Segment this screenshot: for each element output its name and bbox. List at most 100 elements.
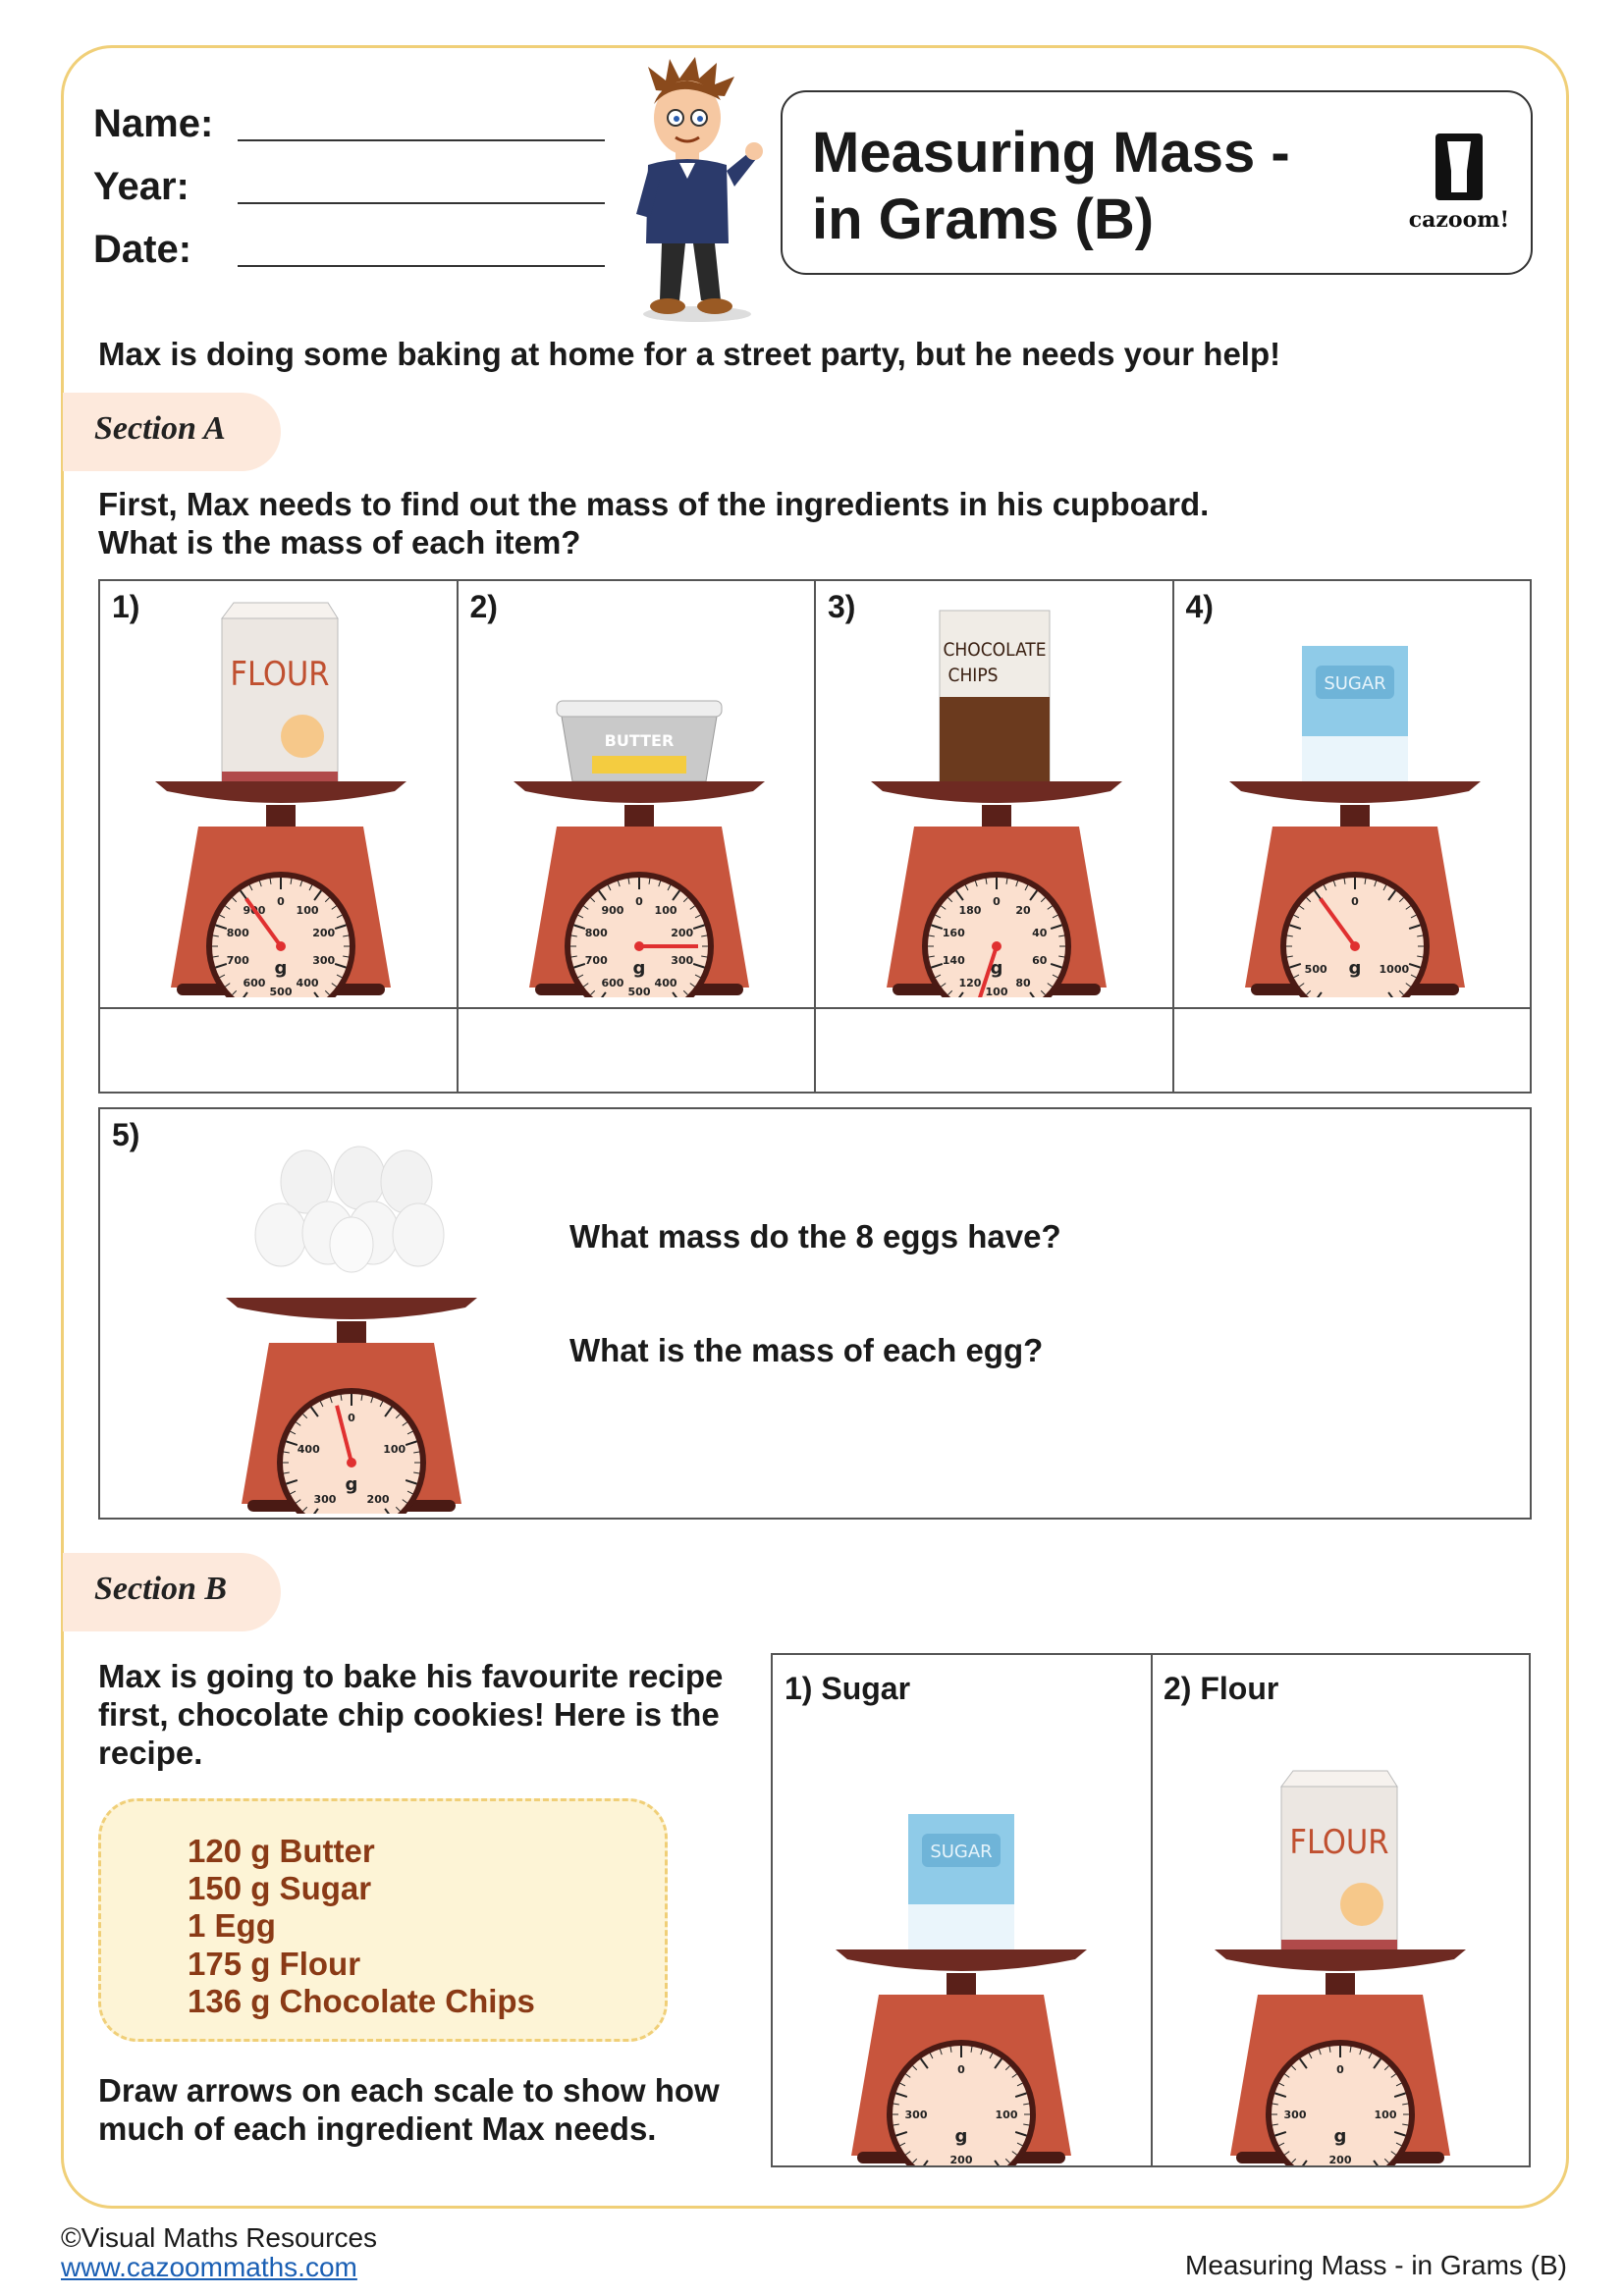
dial-tick [1408, 924, 1421, 931]
scale-stem [982, 805, 1011, 827]
dial-label: 0 [277, 895, 285, 908]
dial-tick [582, 905, 589, 910]
dial-tick [219, 914, 226, 919]
dial-tick [1005, 878, 1008, 884]
dial-tick [1308, 2053, 1313, 2059]
dial-label: 800 [584, 927, 607, 939]
dial-tick [215, 924, 228, 931]
dial-tick [340, 1394, 343, 1401]
dial-label: 40 [1032, 927, 1048, 939]
max-character-illustration [636, 57, 763, 322]
recipe-card: 120 g Butter 150 g Sugar 1 Egg 175 g Flo… [98, 1798, 668, 2042]
dial-label: 20 [1015, 904, 1031, 917]
dial-tick [1023, 2103, 1030, 2106]
question-5-part-2: What is the mass of each egg? [569, 1332, 1044, 1368]
name-line[interactable] [238, 139, 605, 141]
dial-label: 300 [905, 2109, 928, 2121]
instruction-line-2: What is the mass of each item? [98, 524, 581, 561]
dial-tick [1395, 2142, 1402, 2147]
footer-title: Measuring Mass - in Grams (B) [1185, 2250, 1567, 2280]
dial-tick [1298, 905, 1305, 910]
dial-tick [370, 1397, 374, 1404]
dial-tick [572, 924, 585, 931]
answer-box-2[interactable] [456, 1007, 816, 1094]
title-line-2: in Grams (B) [812, 187, 1155, 251]
dial-tick [931, 924, 944, 931]
dial-tick [299, 881, 303, 887]
dial-tick [384, 1508, 391, 1514]
answer-box-3[interactable] [814, 1007, 1174, 1094]
dial-tick [1024, 884, 1029, 891]
answer-box-4[interactable] [1171, 1007, 1532, 1094]
year-line[interactable] [238, 202, 605, 204]
section-b-tab: Section B [63, 1553, 281, 1631]
dial-tick [334, 924, 347, 931]
dial-tick [1058, 955, 1065, 958]
recipe-item: 136 g Chocolate Chips [188, 1983, 535, 2019]
dial-tick [1016, 2082, 1023, 2087]
dial-tick [1416, 934, 1423, 937]
dial-tick [1040, 897, 1046, 903]
scale-plate [1215, 1949, 1466, 1971]
dial-tick [899, 2082, 906, 2087]
dial-tick [957, 991, 964, 997]
dial-tick [1382, 884, 1386, 891]
dial-tick [406, 1490, 413, 1495]
dial-label: 180 [958, 904, 981, 917]
dial-label: 900 [601, 904, 623, 917]
dial-tick [694, 974, 701, 979]
scale-stem [1326, 1973, 1355, 1995]
dial-pointer [1318, 897, 1357, 948]
dial-tick [1373, 881, 1377, 887]
dial-tick [1402, 2123, 1409, 2126]
dial-label: 100 [297, 904, 319, 917]
date-line[interactable] [238, 265, 605, 267]
dial-tick [895, 2092, 908, 2099]
dial-tick [334, 962, 347, 969]
dial-label: 600 [243, 977, 265, 989]
dial-tick [989, 2053, 994, 2059]
dial-tick [212, 955, 219, 958]
dial-label: 0 [348, 1412, 355, 1424]
dial-tick [970, 2046, 973, 2053]
dial-tick [1291, 2158, 1297, 2163]
dial-tick [336, 914, 343, 919]
dial-tick [225, 905, 231, 910]
dial-tick [212, 934, 219, 937]
dial-tick [1288, 962, 1301, 969]
dial-tick [1278, 2082, 1285, 2087]
scale-plate [155, 781, 406, 803]
dial-label: 120 [958, 977, 981, 989]
chips-label: CHIPS [948, 665, 999, 686]
dial-tick [215, 962, 228, 969]
dial-label: 500 [270, 986, 293, 997]
section-a-instruction: First, Max needs to find out the mass of… [98, 485, 1209, 561]
dial-tick [1318, 2049, 1322, 2056]
dial-tick [1058, 934, 1065, 937]
dial-tick [570, 955, 577, 958]
dial-tick [929, 2053, 934, 2059]
dial-tick [313, 991, 320, 997]
dial-tick [296, 1499, 301, 1504]
dial-face [1272, 2046, 1409, 2165]
dial-tick [219, 974, 226, 979]
dial-tick [302, 1506, 308, 1512]
dial-tick [935, 914, 942, 919]
dial-tick [597, 889, 607, 901]
dial-tick [922, 2160, 929, 2165]
dial-label: 700 [227, 954, 249, 967]
dial-tick [994, 2160, 1001, 2165]
answer-box-1[interactable] [98, 1007, 459, 1094]
dial-tick [232, 897, 238, 903]
scale-stem [1339, 805, 1370, 827]
dial-pivot [633, 941, 644, 951]
dial-tick [402, 1499, 407, 1504]
footer-link[interactable]: www.cazoommaths.com [61, 2252, 357, 2282]
